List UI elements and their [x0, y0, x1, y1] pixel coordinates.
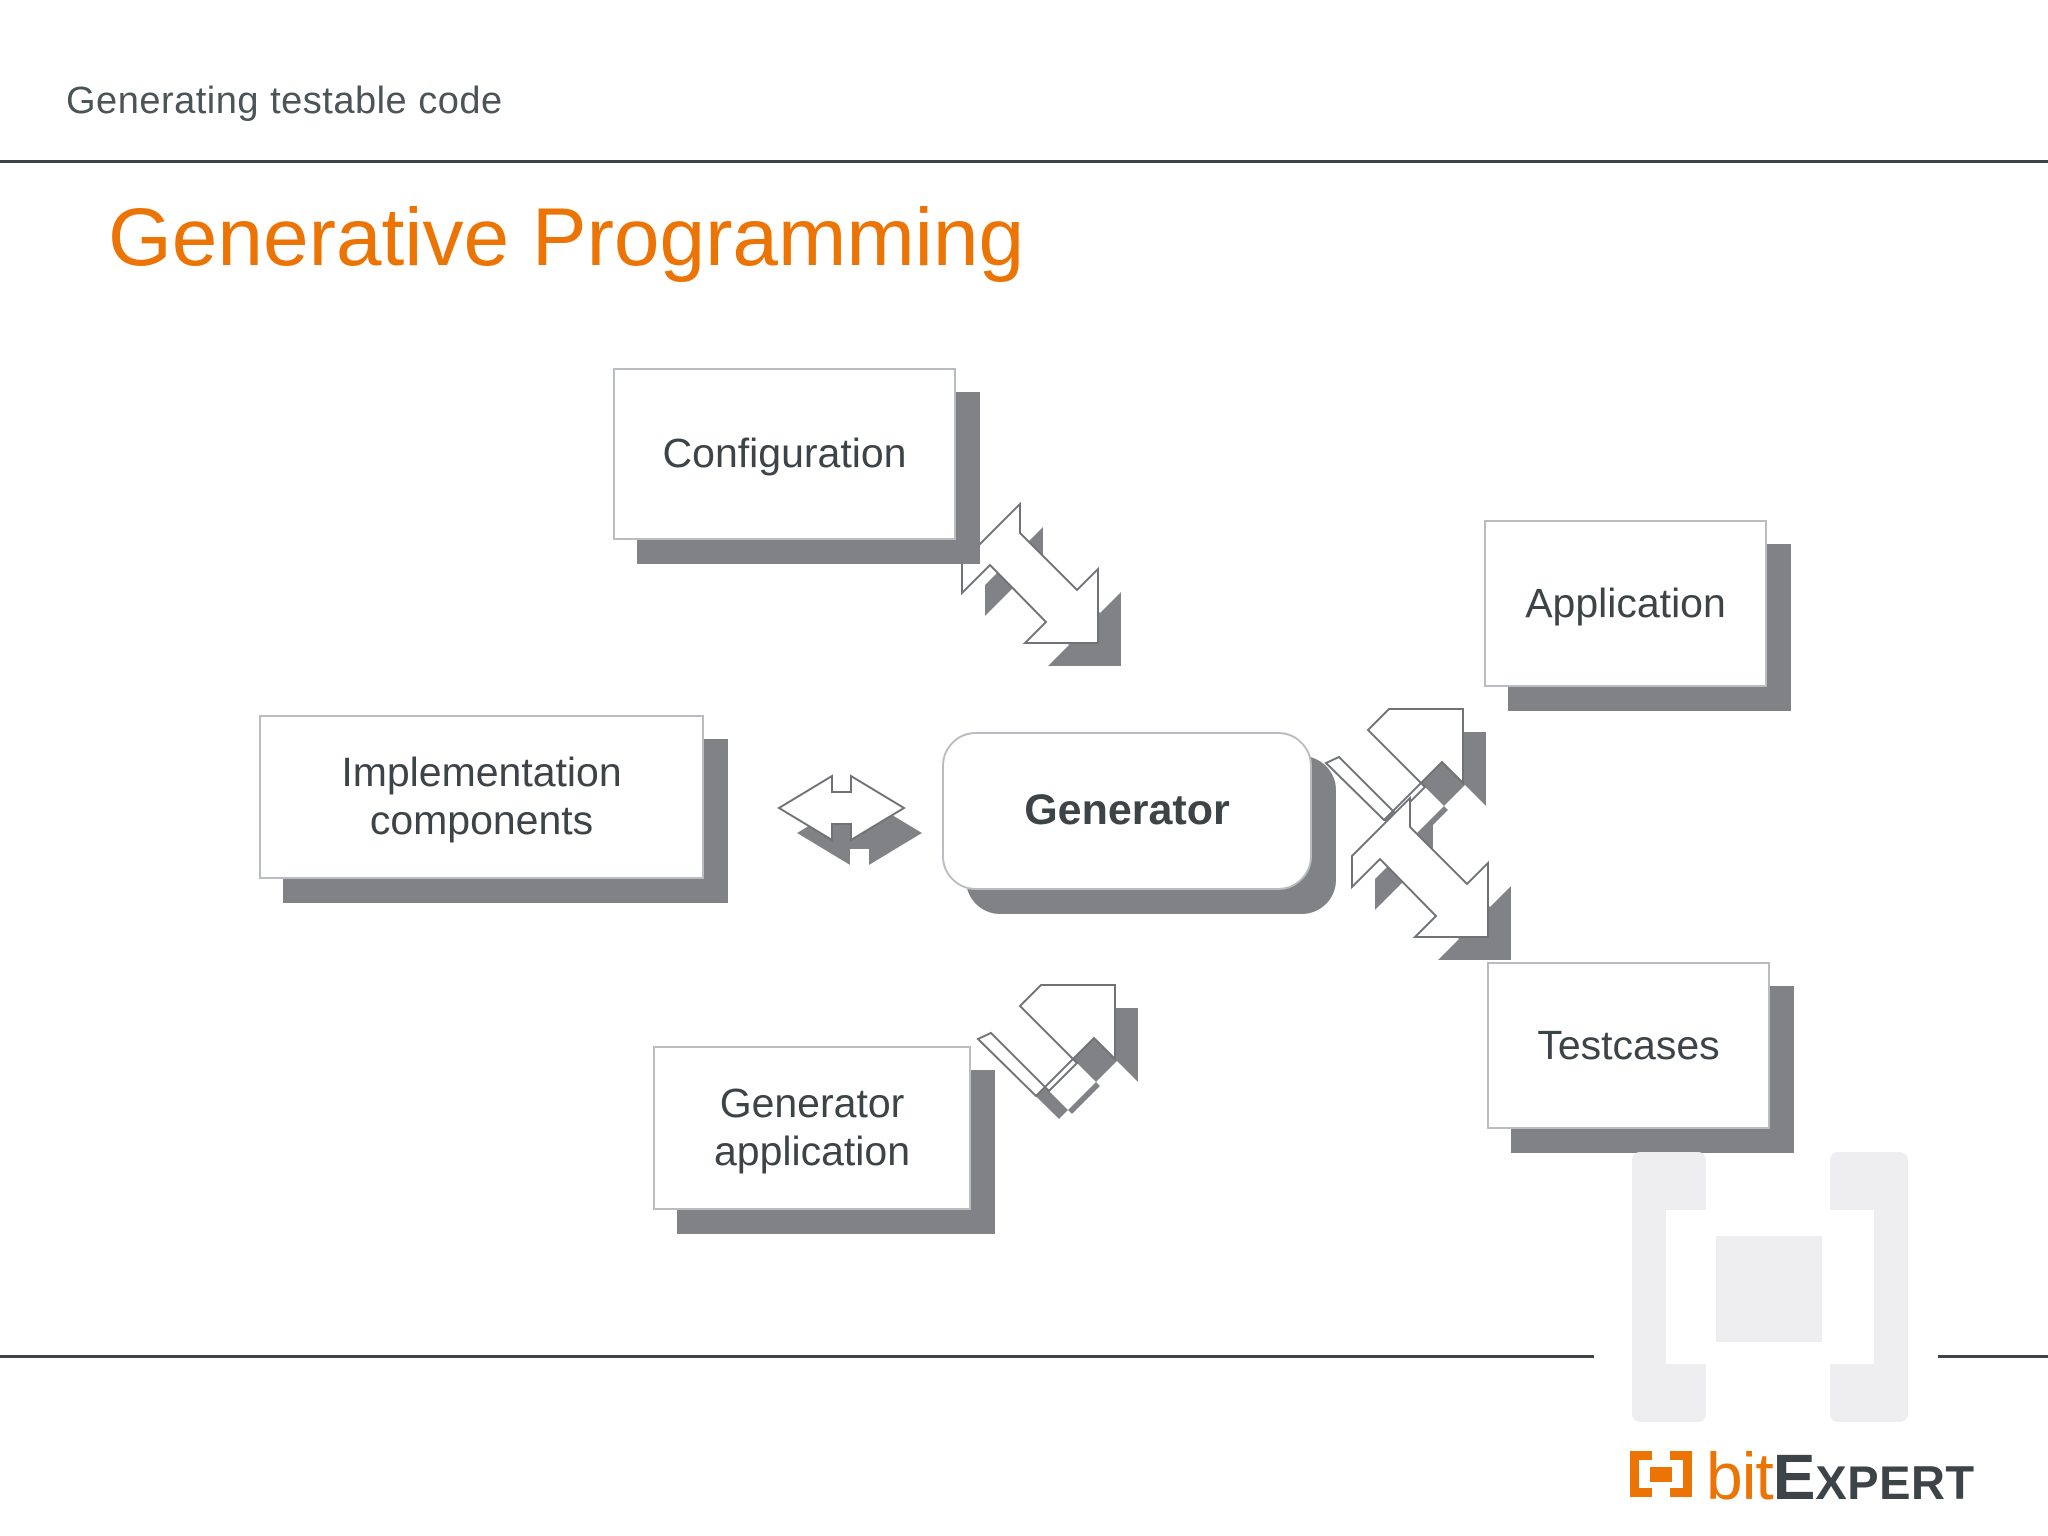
- logo-mark-right-bottom: [1670, 1488, 1692, 1497]
- edge-generator-testcases: [1351, 795, 1489, 938]
- watermark-right-bottom: [1830, 1364, 1908, 1422]
- logo-mark-right-top: [1670, 1451, 1692, 1460]
- node-application-label: Application: [1525, 579, 1726, 626]
- edge-implementation-generator: [777, 774, 906, 842]
- footer-divider-right: [1938, 1355, 2048, 1358]
- logo-mark-left-stem: [1630, 1451, 1639, 1497]
- node-generator-app-label-line1: Generator: [719, 1080, 905, 1127]
- watermark-right-stem: [1874, 1204, 1908, 1372]
- node-generator-app-label-line2: application: [713, 1128, 911, 1174]
- node-generator-body[interactable]: Generator: [942, 732, 1312, 890]
- edge-configuration-generator: [961, 501, 1099, 644]
- node-generator-application-body[interactable]: Generator application: [653, 1046, 971, 1210]
- watermark-left-top: [1632, 1152, 1706, 1210]
- watermark-center-square: [1716, 1236, 1822, 1342]
- edge-generatorapp-generator: [976, 984, 1116, 1098]
- node-testcases-label: Testcases: [1537, 1021, 1720, 1068]
- bracket-mark-watermark-icon: [1632, 1152, 1944, 1422]
- watermark-right-top: [1830, 1152, 1908, 1210]
- node-implementation-label-line2: components: [369, 797, 594, 843]
- bracket-mark-icon: [1630, 1451, 1692, 1497]
- node-configuration-body[interactable]: Configuration: [613, 368, 956, 540]
- logo-text-xpert: XPERT: [1815, 1456, 1975, 1509]
- node-implementation-components-body[interactable]: Implementation components: [259, 715, 704, 879]
- node-testcases-body[interactable]: Testcases: [1487, 962, 1770, 1129]
- logo-mark-center-square: [1650, 1467, 1672, 1482]
- header-divider: [0, 160, 2048, 163]
- logo-text-e: E: [1772, 1441, 1816, 1513]
- page-title: Generative Programming: [108, 192, 1025, 283]
- edge-generator-application: [1324, 708, 1464, 822]
- logo-mark-left-top: [1630, 1451, 1652, 1460]
- slide-kicker: Generating testable code: [66, 80, 503, 122]
- logo-mark-left-bottom: [1630, 1488, 1652, 1497]
- node-configuration-label: Configuration: [662, 430, 907, 477]
- bitexpert-logo: bit E XPERT: [1630, 1438, 1975, 1513]
- watermark-left-bottom: [1632, 1364, 1706, 1422]
- node-application-body[interactable]: Application: [1484, 520, 1767, 687]
- node-generator-label: Generator: [1024, 786, 1230, 835]
- watermark-left-stem: [1632, 1204, 1666, 1372]
- logo-mark-right-stem: [1683, 1451, 1692, 1497]
- logo-text-bit: bit: [1706, 1439, 1774, 1513]
- node-implementation-label-line1: Implementation: [341, 749, 622, 796]
- footer-divider-left: [0, 1355, 1594, 1358]
